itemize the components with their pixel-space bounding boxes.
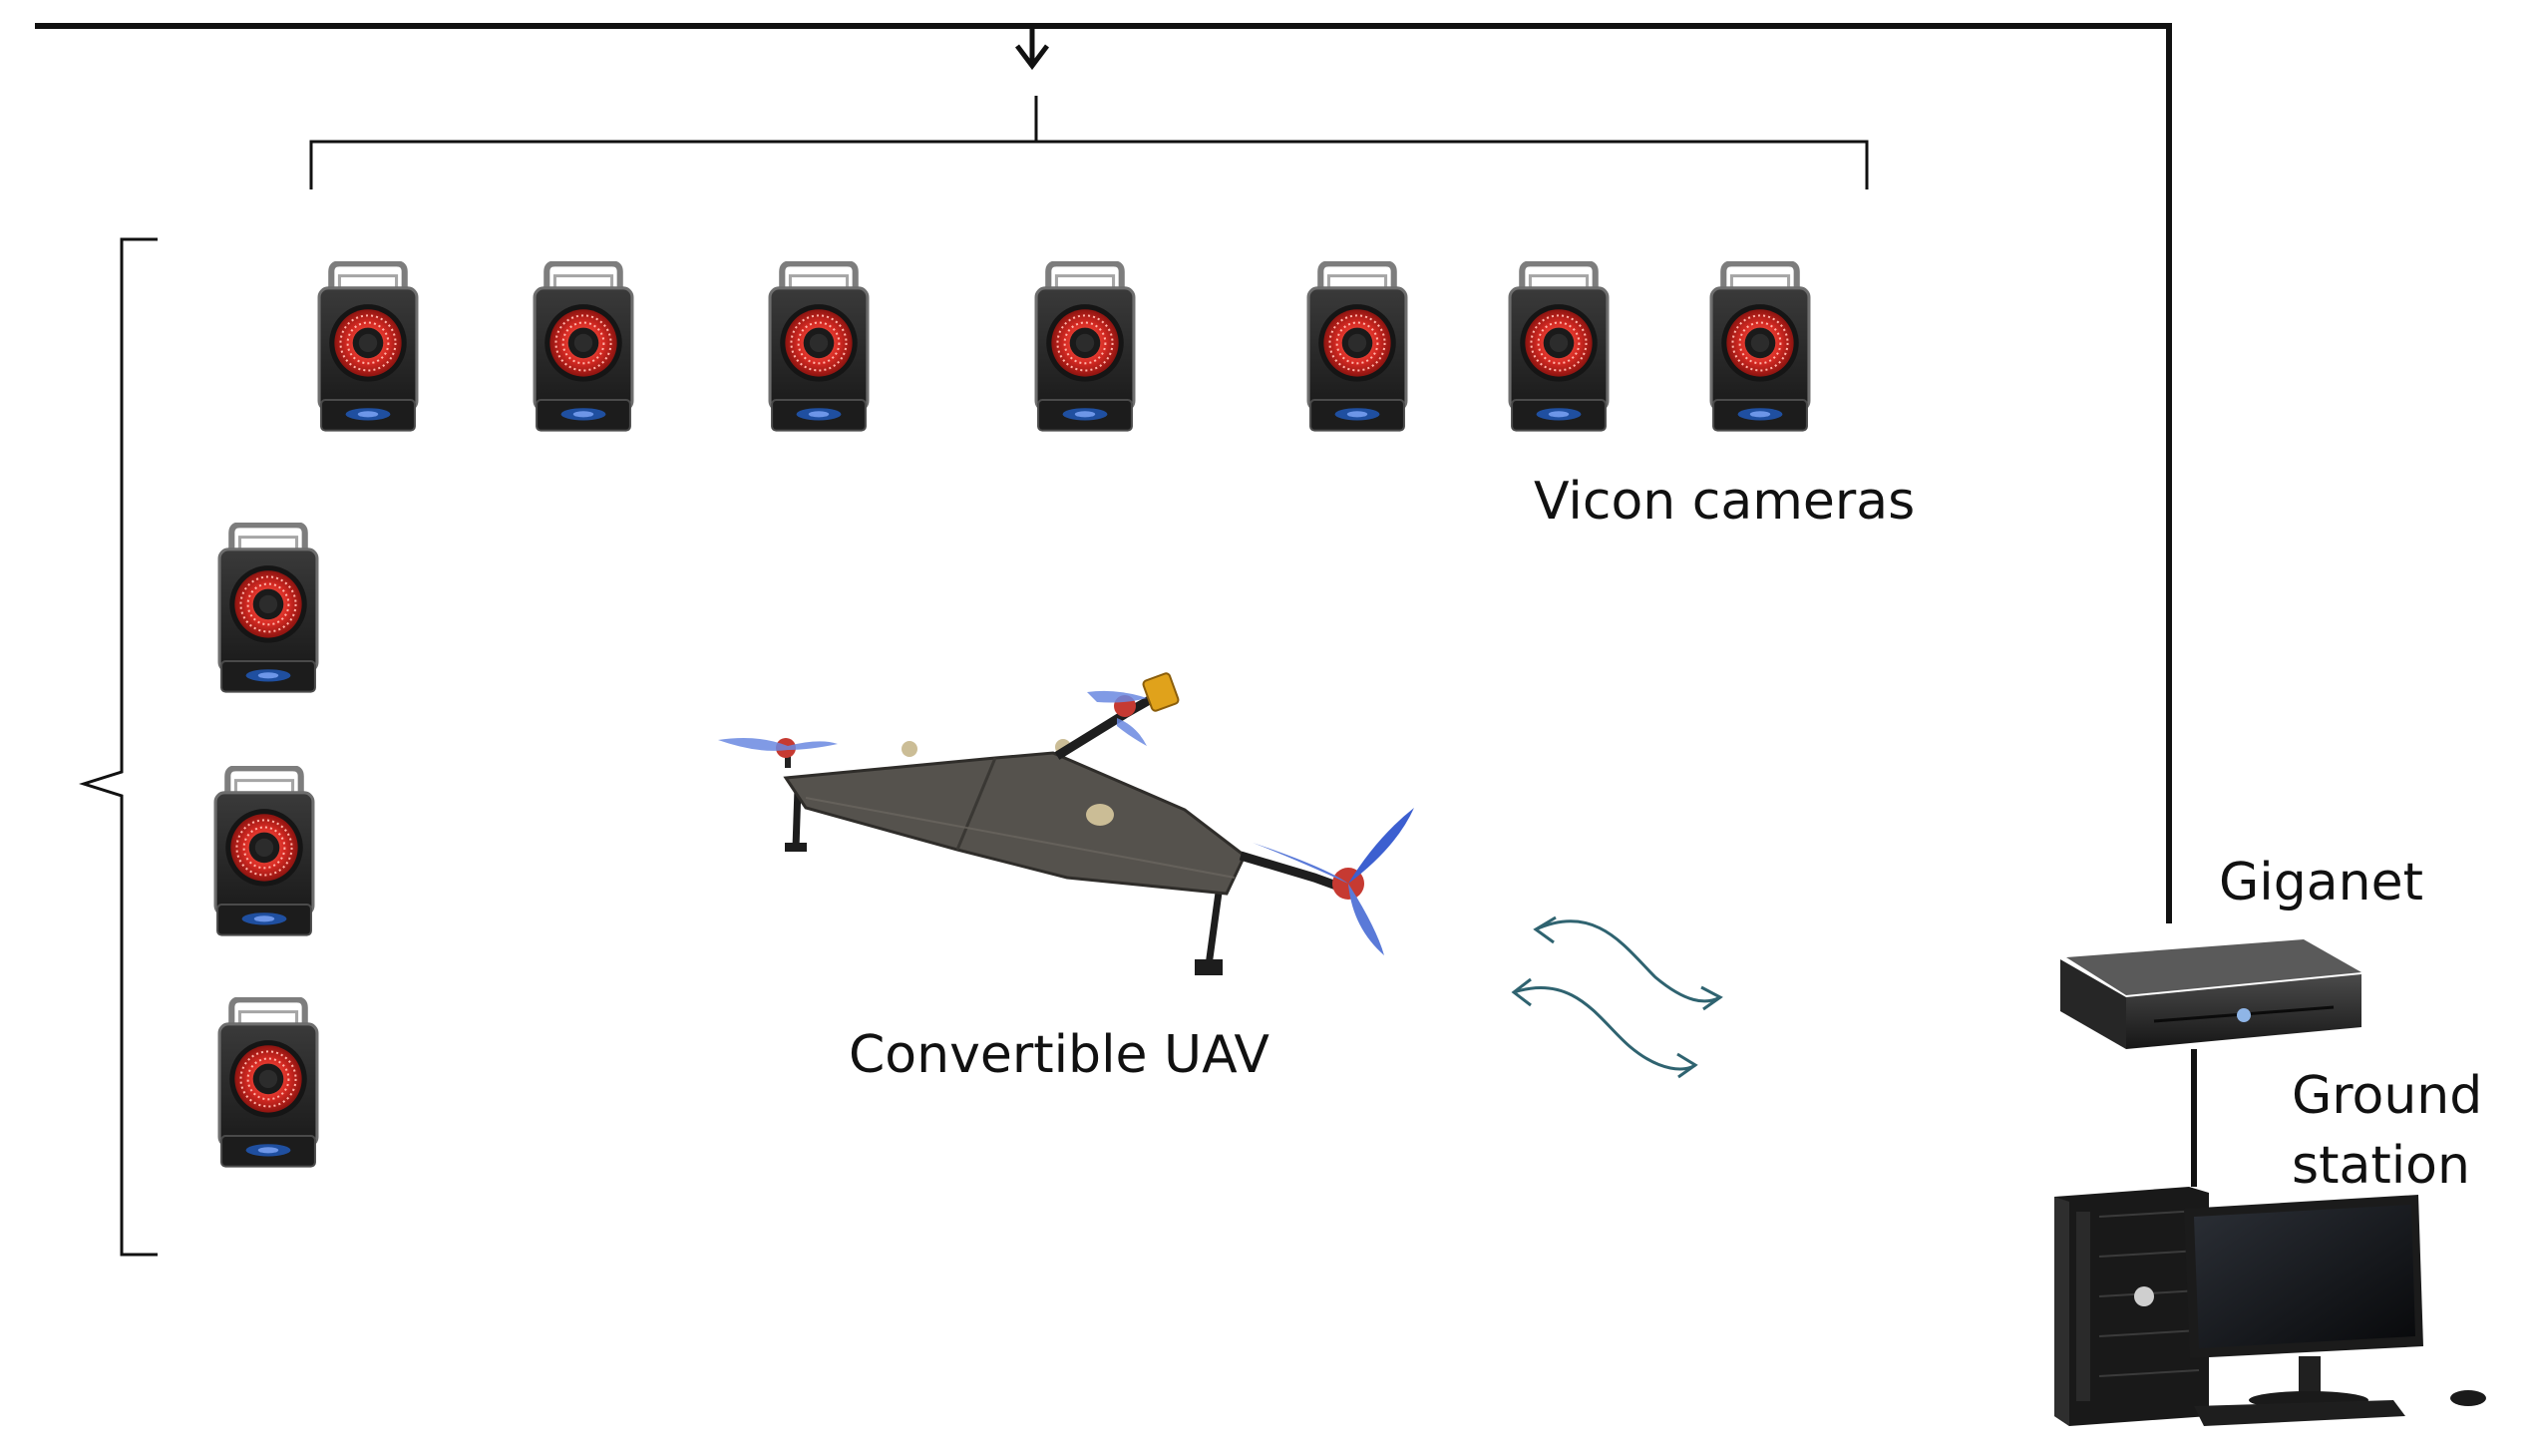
- vicon-camera-icon: [219, 525, 317, 691]
- vicon-camera-icon: [219, 999, 317, 1166]
- vicon-camera-icon: [215, 768, 313, 934]
- vicon-camera-icon: [319, 263, 417, 430]
- vicon-camera-icon: [770, 263, 868, 430]
- convertible-uav-image: [718, 672, 1414, 975]
- vicon-camera-icon: [535, 263, 632, 430]
- camera-bracket: [309, 140, 1869, 189]
- giganet-label: Giganet: [2219, 853, 2423, 912]
- camera-group-brace: [79, 237, 158, 1257]
- vicon-camera-icon: [1510, 263, 1608, 430]
- giganet-switch-icon: [2060, 939, 2361, 1049]
- ground-station-computer-icon: [2054, 1187, 2486, 1426]
- top-bus-line: [35, 23, 2172, 923]
- vicon-cameras-label: Vicon cameras: [1534, 472, 1916, 532]
- down-arrowhead: [1015, 44, 1049, 71]
- vicon-camera-icon: [1036, 263, 1134, 430]
- vicon-camera-icon: [1308, 263, 1406, 430]
- wired-network: [35, 23, 2197, 1257]
- convertible-uav-label: Convertible UAV: [849, 1025, 1269, 1085]
- ground-station-label: Ground station: [2292, 1066, 2483, 1196]
- wireless-link-arrows: [1511, 915, 1723, 1079]
- vicon-camera-icon: [1711, 263, 1809, 430]
